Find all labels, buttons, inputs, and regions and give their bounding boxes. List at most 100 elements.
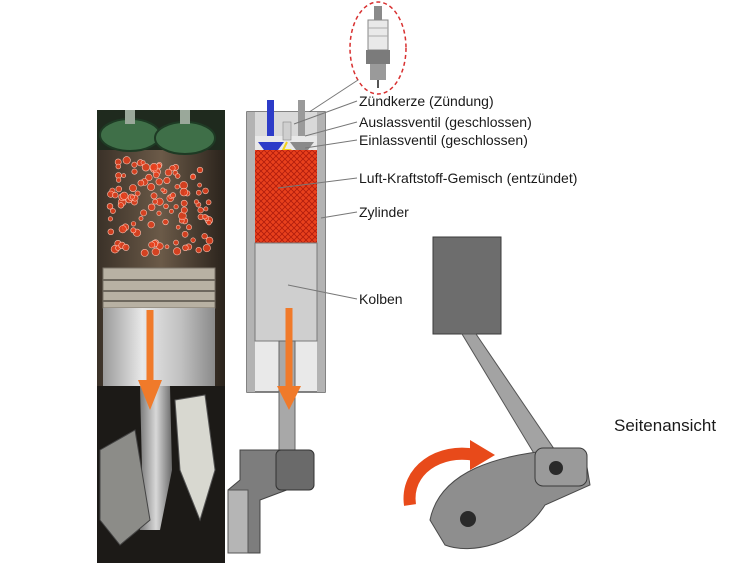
photo-connecting-rod — [140, 386, 172, 530]
mixture-particle — [140, 248, 149, 257]
mixture-particle — [141, 163, 150, 172]
leader-spark-plug — [293, 100, 358, 125]
mixture-particle — [203, 206, 209, 212]
mixture-particle — [130, 221, 137, 227]
mixture-particle — [111, 191, 119, 199]
mixture-particle — [137, 179, 145, 187]
mixture-particle — [115, 177, 122, 183]
mixture-particle — [150, 192, 158, 200]
label-intake-valve: Einlassventil (geschlossen) — [359, 132, 528, 148]
mixture-particle — [168, 208, 174, 214]
mixture-particle — [148, 241, 156, 249]
mixture-particle — [129, 194, 135, 200]
mixture-particle — [131, 161, 138, 168]
mixture-particle — [196, 166, 204, 174]
mixture-particle — [149, 163, 159, 172]
mixture-particle — [164, 168, 173, 177]
mixture-particle — [170, 192, 176, 199]
label-piston: Kolben — [359, 291, 403, 307]
mixture-region — [255, 150, 317, 243]
ignited-mixture-particles — [106, 156, 214, 257]
intake-valve-head — [258, 142, 284, 150]
mixture-particle — [195, 247, 202, 254]
mixture-particle — [202, 244, 211, 253]
mixture-particle — [175, 224, 181, 230]
side-view-piston — [432, 236, 502, 335]
mixture-particle — [156, 210, 162, 216]
mixture-particle — [129, 184, 137, 192]
leader-cylinder — [320, 211, 358, 219]
engine-cutaway-photo — [97, 110, 225, 563]
mixture-particle — [121, 173, 126, 178]
mixture-particle — [193, 199, 199, 205]
mixture-particle — [182, 244, 189, 252]
mixture-particle — [120, 191, 129, 200]
engine-schematic — [227, 1, 407, 554]
leader-intake-valve — [304, 139, 358, 149]
mixture-particle — [107, 216, 113, 222]
mixture-particle — [147, 183, 155, 191]
label-exhaust-valve: Auslassventil (geschlossen) — [359, 114, 532, 130]
mixture-particle — [202, 187, 209, 195]
mixture-particle — [117, 202, 124, 209]
mixture-particle — [115, 185, 123, 193]
mixture-particle — [169, 165, 176, 172]
mixture-particle — [173, 239, 179, 246]
leader-exhaust-valve — [304, 121, 358, 137]
mixture-particle — [160, 187, 166, 193]
mixture-particle — [163, 177, 171, 185]
exhaust-valve-stem — [298, 100, 305, 136]
mixture-particle — [153, 171, 160, 179]
mixture-particle — [190, 173, 197, 180]
mixture-particle — [131, 168, 138, 175]
mixture-particle — [122, 243, 130, 251]
mixture-particle — [206, 220, 212, 226]
mixture-particle — [151, 247, 160, 256]
mixture-particle — [196, 189, 202, 196]
rotation-arrow-icon — [403, 440, 495, 506]
mixture-particle — [106, 203, 114, 210]
label-mixture: Luft-Kraftstoff-Gemisch (entzündet) — [359, 170, 578, 186]
mixture-particle — [138, 216, 144, 221]
mixture-particle — [163, 203, 169, 210]
mixture-particle — [122, 156, 131, 165]
mixture-particle — [175, 173, 181, 179]
mixture-particle — [134, 190, 141, 197]
spark-plug-tip — [282, 121, 292, 141]
mixture-particle — [130, 227, 137, 234]
side-view-diagram — [403, 236, 591, 550]
mixture-particle — [115, 163, 122, 170]
mixture-particle — [180, 206, 188, 214]
mixture-particle — [197, 207, 204, 214]
mixture-particle — [107, 228, 115, 236]
mixture-particle — [205, 236, 214, 245]
schematic-down-arrow-head — [277, 386, 301, 410]
leader-piston — [287, 284, 358, 300]
mixture-particle — [173, 247, 182, 256]
mixture-particle — [110, 208, 116, 214]
mixture-particle — [155, 178, 163, 186]
mixture-particle — [162, 218, 169, 226]
mixture-particle — [145, 173, 153, 182]
photo-down-arrow-head — [138, 380, 162, 410]
spark-plug-callout-circle — [349, 1, 407, 95]
schematic-crank-pin — [275, 449, 315, 491]
mixture-particle — [190, 237, 196, 243]
mixture-particle — [179, 187, 189, 197]
intake-valve-stem — [267, 100, 274, 136]
label-spark-plug: Zündkerze (Zündung) — [359, 93, 494, 109]
mixture-particle — [174, 184, 180, 190]
photo-valve-right — [154, 121, 216, 155]
label-side-view: Seitenansicht — [614, 416, 717, 435]
mixture-particle — [173, 204, 179, 210]
mixture-particle — [202, 214, 208, 220]
photo-crank-web — [174, 394, 216, 522]
mixture-particle — [152, 198, 158, 205]
mixture-particle — [180, 199, 188, 207]
label-cylinder: Zylinder — [359, 204, 409, 220]
mixture-particle — [147, 203, 156, 212]
mixture-particle — [164, 244, 170, 250]
side-view-crank-pin — [549, 461, 563, 475]
